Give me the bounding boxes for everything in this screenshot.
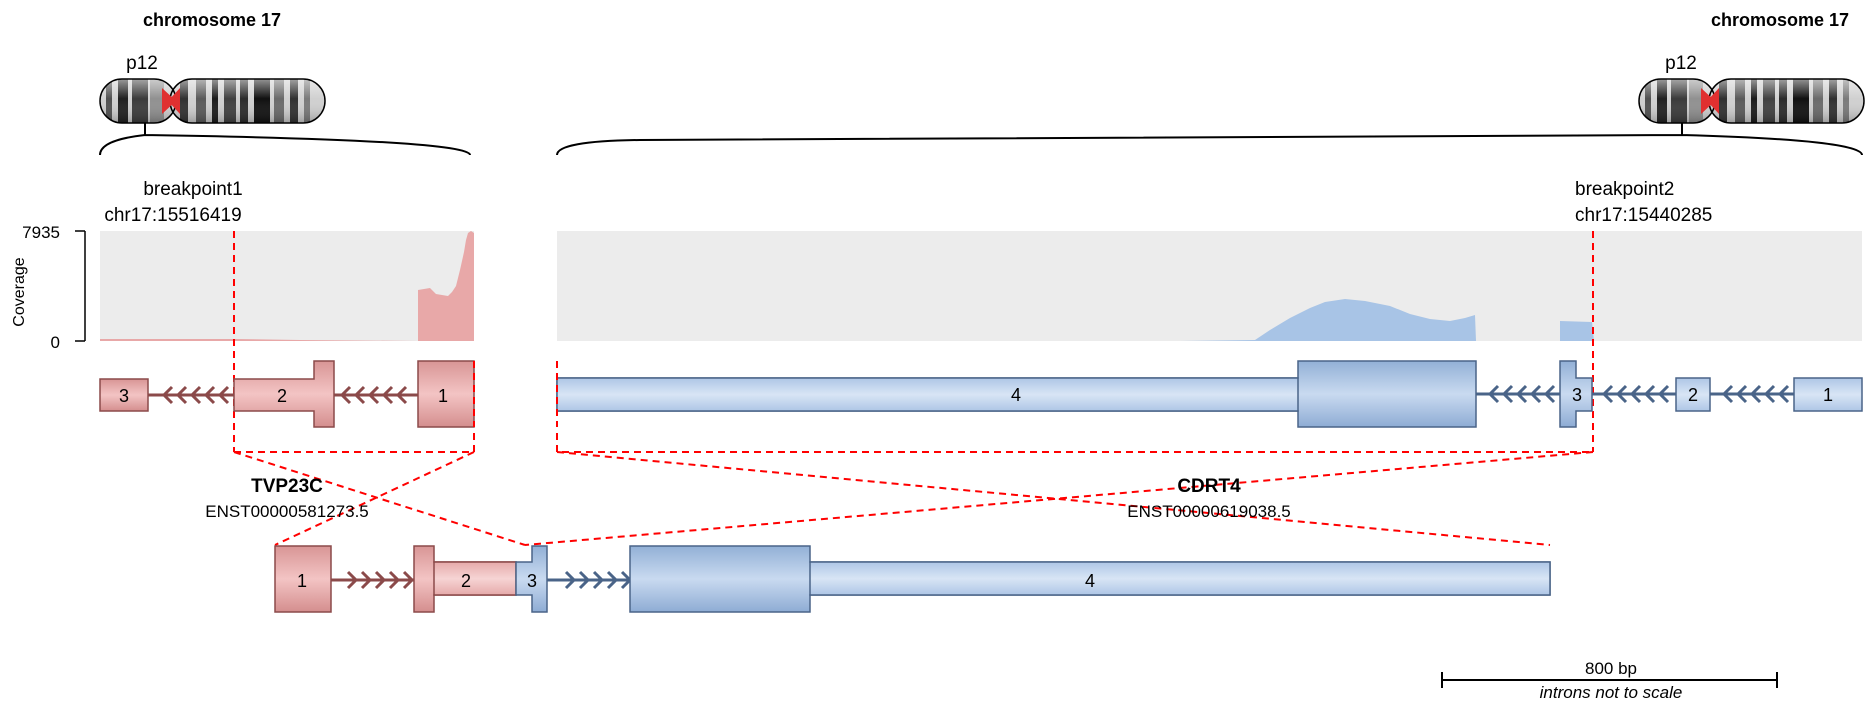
gene2-transcript: ENST00000619038.5 xyxy=(1127,502,1291,521)
chromosome-right-band: p12 xyxy=(1665,53,1697,74)
cdrt4-exon-2 xyxy=(1675,377,1711,412)
tvp23c-exon-2-label: 2 xyxy=(277,386,287,406)
scale-bar-note: introns not to scale xyxy=(1540,683,1683,702)
coverage-axis-label: Coverage xyxy=(11,257,28,326)
fusion-exon-4-label: 4 xyxy=(1085,571,1095,591)
coverage-panel-right xyxy=(557,231,1862,341)
coverage-min-tick: 0 xyxy=(51,333,60,352)
coverage-panel-left xyxy=(100,231,474,341)
scale-bar-label: 800 bp xyxy=(1585,659,1637,678)
fusion-exon-2-label: 2 xyxy=(461,571,471,591)
chromosome-left-band: p12 xyxy=(126,53,158,74)
coverage-axis: 7935 0 Coverage xyxy=(11,223,86,352)
gene-cdrt4-transcript: 4 3 2 1 xyxy=(556,360,1863,428)
coverage-profile-cdrt4 xyxy=(1180,299,1594,341)
chromosome-left-title: chromosome 17 xyxy=(143,10,281,30)
fusion-exon-1-label: 1 xyxy=(297,571,307,591)
gene2-name: CDRT4 xyxy=(1177,476,1241,497)
tvp23c-exon-1-label: 1 xyxy=(438,386,448,406)
fusion-exon-1 xyxy=(274,545,332,613)
tvp23c-exon-1 xyxy=(417,360,475,428)
tvp23c-exon-2 xyxy=(233,360,335,428)
cdrt4-exon-3 xyxy=(1559,360,1593,428)
chromosome-left-ideogram xyxy=(100,79,325,123)
cdrt4-exon-4-label: 4 xyxy=(1011,385,1021,405)
scale-bar: 800 bp introns not to scale xyxy=(1441,659,1778,702)
gene1-transcript: ENST00000581273.5 xyxy=(205,502,369,521)
chromosome-right-title: chromosome 17 xyxy=(1711,10,1849,30)
cdrt4-exon-1-label: 1 xyxy=(1823,385,1833,405)
breakpoint1-label: breakpoint1 xyxy=(143,179,242,200)
fusion-exon-3 xyxy=(515,545,548,613)
gene1-name: TVP23C xyxy=(251,476,323,497)
tvp23c-exon-3-label: 3 xyxy=(119,386,129,406)
breakpoint2-label: breakpoint2 xyxy=(1575,179,1674,200)
breakpoint1-position: chr17:15516419 xyxy=(104,205,241,226)
coverage-profile-tvp23c xyxy=(100,231,474,341)
coverage-max-tick: 7935 xyxy=(22,223,60,242)
chromosome-right-ideogram xyxy=(1639,79,1864,123)
cdrt4-exon-1 xyxy=(1793,377,1863,412)
fusion-transcript: 1 2 3 4 xyxy=(274,545,1551,613)
fusion-projection-lines xyxy=(233,433,1594,546)
cdrt4-exon-2-label: 2 xyxy=(1688,385,1698,405)
cdrt4-exon-3-label: 3 xyxy=(1572,385,1582,405)
fusion-exon-3-label: 3 xyxy=(527,571,537,591)
gene-tvp23c-transcript: 3 2 1 xyxy=(99,360,475,428)
tvp23c-exon-3 xyxy=(99,378,149,412)
breakpoint2-position: chr17:15440285 xyxy=(1575,205,1712,226)
